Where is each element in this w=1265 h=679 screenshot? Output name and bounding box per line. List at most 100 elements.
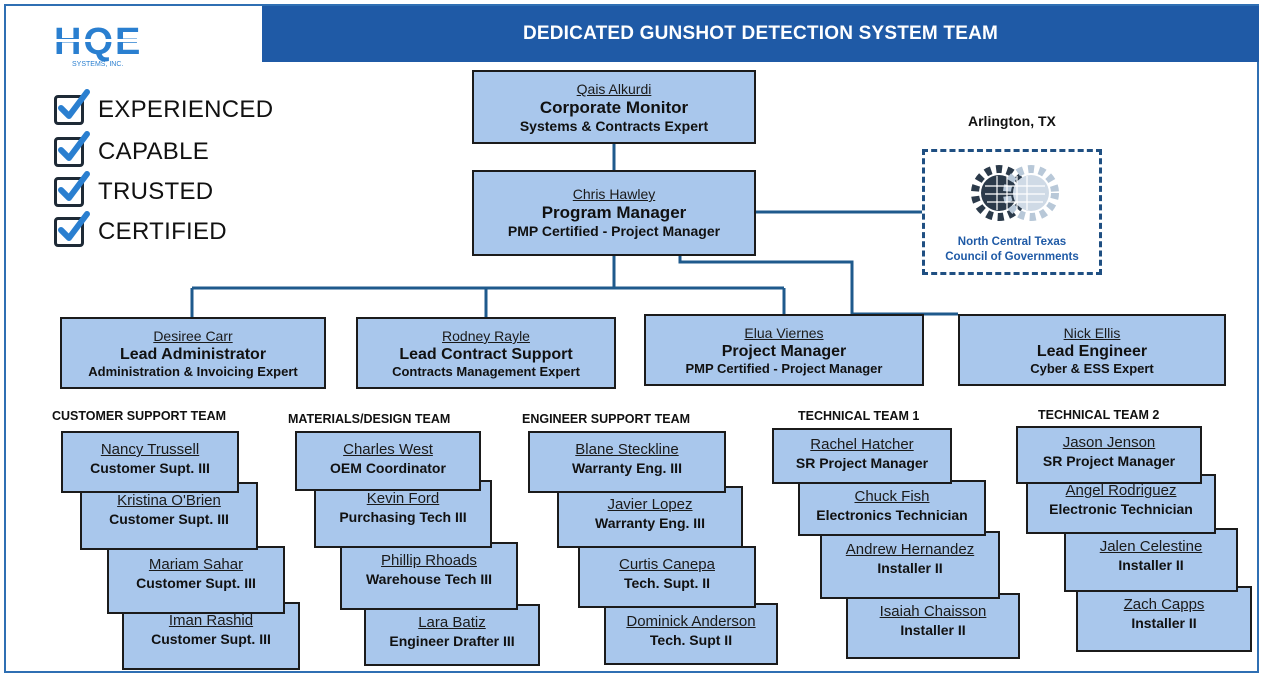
checklist-item: EXPERIENCED: [54, 89, 274, 125]
team-member-box: Kristina O'Brien Customer Supt. III: [80, 482, 258, 550]
member-role: Customer Supt. III: [90, 459, 210, 476]
team-member-box: Lara Batiz Engineer Drafter III: [364, 604, 540, 666]
member-role: Warehouse Tech III: [365, 570, 493, 587]
header-banner: DEDICATED GUNSHOT DETECTION SYSTEM TEAM: [262, 6, 1259, 62]
team-member-box: Dominick Anderson Tech. Supt II: [604, 603, 778, 665]
team-member-box: Jason Jenson SR Project Manager: [1016, 426, 1202, 484]
gear-map-icon: [971, 165, 1059, 221]
lead-box: Nick Ellis Lead Engineer Cyber & ESS Exp…: [958, 314, 1226, 386]
member-role: Lead Engineer: [1036, 342, 1148, 360]
team-member-box: Andrew Hernandez Installer II: [820, 531, 1000, 599]
checklist-item: CERTIFIED: [54, 211, 227, 247]
member-role: Corporate Monitor: [539, 97, 689, 117]
team-member-box: Javier Lopez Warranty Eng. III: [557, 486, 743, 548]
checklist-item: TRUSTED: [54, 171, 214, 207]
member-role: Customer Supt. III: [109, 510, 229, 527]
member-name: Rachel Hatcher: [810, 436, 914, 453]
partner-name-line1: North Central Texas: [957, 236, 1067, 248]
member-name: Andrew Hernandez: [845, 541, 975, 558]
member-role: Warranty Eng. III: [572, 459, 682, 476]
member-role: Customer Supt. III: [136, 574, 256, 591]
member-role: OEM Coordinator: [330, 459, 446, 476]
member-role: Lead Contract Support: [399, 345, 573, 363]
team-title: MATERIALS/DESIGN TEAM: [288, 412, 451, 426]
member-name: Kevin Ford: [366, 490, 440, 507]
team-title: CUSTOMER SUPPORT TEAM: [52, 409, 227, 423]
team-member-box: Curtis Canepa Tech. Supt. II: [578, 546, 756, 608]
checklist-label: CERTIFIED: [98, 218, 227, 245]
team-member-box: Phillip Rhoads Warehouse Tech III: [340, 542, 518, 610]
member-role: Lead Administrator: [119, 345, 267, 363]
member-name: Chris Hawley: [572, 186, 656, 202]
member-role: Installer II: [900, 621, 966, 638]
member-name: Rodney Rayle: [442, 328, 530, 344]
member-subtitle: Systems & Contracts Expert: [519, 118, 709, 135]
team-member-box: Blane Steckline Warranty Eng. III: [528, 431, 726, 493]
lead-box: Rodney Rayle Lead Contract Support Contr…: [356, 317, 616, 389]
team-member-box: Charles West OEM Coordinator: [295, 431, 481, 491]
member-subtitle: Cyber & ESS Expert: [1030, 360, 1154, 376]
lead-box: Elua Viernes Project Manager PMP Certifi…: [644, 314, 924, 386]
team-title: TECHNICAL TEAM 1: [798, 409, 920, 423]
checkbox-icon: [54, 89, 90, 125]
corporate-monitor-box: Qais Alkurdi Corporate Monitor Systems &…: [472, 70, 756, 144]
checkbox-icon: [54, 171, 90, 207]
member-subtitle: PMP Certified - Project Manager: [685, 360, 883, 376]
logo-subtext: SYSTEMS, INC.: [72, 61, 123, 68]
partner-logo-box: North Central Texas Council of Governmen…: [922, 149, 1102, 275]
member-name: Javier Lopez: [607, 496, 693, 513]
checkbox-icon: [54, 211, 90, 247]
lead-box: Desiree Carr Lead Administrator Administ…: [60, 317, 326, 389]
member-role: Electronic Technician: [1049, 500, 1193, 517]
partner-city: Arlington, TX: [968, 113, 1056, 129]
member-role: Installer II: [1118, 556, 1184, 573]
member-role: SR Project Manager: [795, 454, 929, 471]
member-role: Electronics Technician: [816, 506, 968, 523]
member-name: Elua Viernes: [744, 325, 824, 341]
member-name: Isaiah Chaisson: [879, 603, 987, 620]
member-role: Warranty Eng. III: [595, 514, 705, 531]
partner-name-line2: Council of Governments: [945, 251, 1079, 263]
page-title: DEDICATED GUNSHOT DETECTION SYSTEM TEAM: [522, 23, 999, 44]
member-role: Program Manager: [541, 202, 687, 222]
member-name: Curtis Canepa: [619, 556, 715, 573]
team-member-box: Isaiah Chaisson Installer II: [846, 593, 1020, 659]
member-role: SR Project Manager: [1042, 452, 1176, 469]
team-member-box: Rachel Hatcher SR Project Manager: [772, 428, 952, 484]
member-role: Installer II: [1131, 614, 1197, 631]
checklist-label: TRUSTED: [98, 178, 214, 205]
member-name: Phillip Rhoads: [381, 552, 477, 569]
member-name: Dominick Anderson: [626, 613, 756, 630]
member-role: Engineer Drafter III: [389, 632, 515, 649]
member-name: Charles West: [343, 441, 433, 458]
team-title: TECHNICAL TEAM 2: [1038, 408, 1160, 422]
team-member-box: Mariam Sahar Customer Supt. III: [107, 546, 285, 614]
member-name: Chuck Fish: [854, 488, 930, 505]
member-subtitle: Administration & Invoicing Expert: [88, 363, 298, 379]
member-name: Iman Rashid: [168, 612, 254, 629]
member-role: Tech. Supt. II: [623, 574, 711, 591]
member-name: Blane Steckline: [575, 441, 679, 458]
member-name: Mariam Sahar: [148, 556, 244, 573]
logo-text: HQE: [54, 24, 142, 63]
member-role: Customer Supt. III: [151, 630, 271, 647]
checklist-label: EXPERIENCED: [98, 96, 274, 123]
team-member-box: Kevin Ford Purchasing Tech III: [314, 480, 492, 548]
member-name: Qais Alkurdi: [576, 81, 652, 97]
member-name: Desiree Carr: [153, 328, 233, 344]
member-role: Tech. Supt II: [649, 631, 733, 648]
team-member-box: Chuck Fish Electronics Technician: [798, 480, 986, 536]
team-member-box: Zach Capps Installer II: [1076, 586, 1252, 652]
connector-line: [678, 255, 958, 316]
member-name: Lara Batiz: [418, 614, 486, 631]
team-title: ENGINEER SUPPORT TEAM: [522, 412, 691, 426]
member-role: Installer II: [877, 559, 943, 576]
member-role: Purchasing Tech III: [339, 508, 467, 525]
member-role: Project Manager: [721, 342, 847, 360]
member-name: Nick Ellis: [1063, 325, 1121, 341]
checklist-label: CAPABLE: [98, 138, 210, 165]
checklist-item: CAPABLE: [54, 131, 210, 167]
checkbox-icon: [54, 131, 90, 167]
member-name: Kristina O'Brien: [117, 492, 221, 509]
member-name: Jalen Celestine: [1099, 538, 1203, 555]
